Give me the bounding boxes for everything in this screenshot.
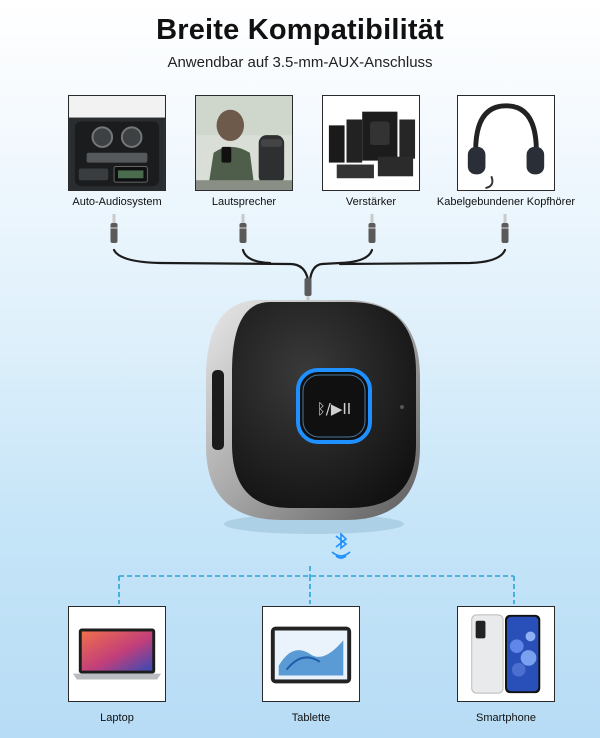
cable-branch-speaker xyxy=(241,248,272,265)
headphones-label: Kabelgebundener Kopfhörer xyxy=(436,196,576,208)
aux-plug-speaker-icon xyxy=(239,214,247,243)
page-title: Breite Kompatibilität xyxy=(156,14,444,46)
speaker-card xyxy=(195,95,293,191)
smartphone-label: Smartphone xyxy=(476,712,536,724)
car-dashboard-image xyxy=(69,96,165,190)
smartphone-image xyxy=(458,607,554,701)
aux-plug-amplifier-icon xyxy=(368,214,376,243)
speaker-label: Lautsprecher xyxy=(211,196,277,208)
laptop-label: Laptop xyxy=(100,712,134,724)
amplifier-card xyxy=(322,95,420,191)
laptop-image xyxy=(69,607,165,701)
smartphone-card xyxy=(457,606,555,702)
aux-plug-group xyxy=(110,214,509,304)
amplifier-label: Verstärker xyxy=(345,196,397,208)
bluetooth-signal-icon xyxy=(331,532,351,559)
cable-branch-headphones xyxy=(338,248,507,266)
cable-branch-amplifier xyxy=(308,248,374,282)
tablet-image xyxy=(263,607,359,701)
headphones-card xyxy=(457,95,555,191)
aux-plug-car-icon xyxy=(110,214,118,243)
aux-plug-headphones-icon xyxy=(501,214,509,243)
cable-branch-car xyxy=(112,248,310,302)
car-audio-label: Auto-Audiosystem xyxy=(72,196,162,208)
car-audio-card xyxy=(68,95,166,191)
speaker-image xyxy=(196,96,292,190)
tablet-label: Tablette xyxy=(291,712,331,724)
play-pause-bluetooth-glyph: ᛒ/▶II xyxy=(317,400,351,418)
headphones-image xyxy=(458,96,554,190)
tablet-card xyxy=(262,606,360,702)
laptop-card xyxy=(68,606,166,702)
amplifier-image xyxy=(323,96,419,190)
page-subtitle: Anwendbar auf 3.5-mm-AUX-Anschluss xyxy=(167,54,433,71)
